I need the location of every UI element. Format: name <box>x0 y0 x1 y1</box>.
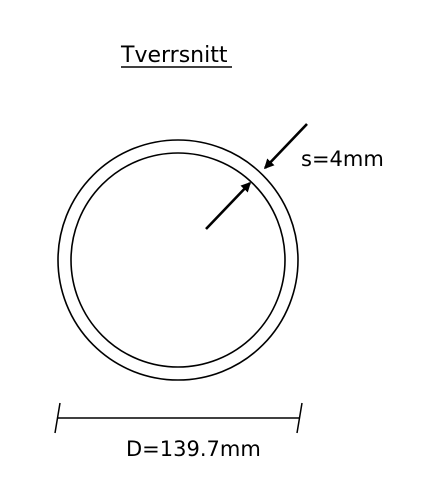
diameter-label: D=139.7mm <box>126 437 261 461</box>
diagram-title: Tverrsnitt <box>120 43 228 68</box>
inner-thickness-arrow <box>205 181 252 230</box>
outer-wall-circle <box>57 139 299 381</box>
inner-wall-circle <box>70 152 286 368</box>
thickness-label: s=4mm <box>301 147 384 171</box>
outer-thickness-arrow <box>263 123 308 170</box>
diameter-right-tick <box>296 402 303 434</box>
diameter-left-tick <box>54 402 61 434</box>
